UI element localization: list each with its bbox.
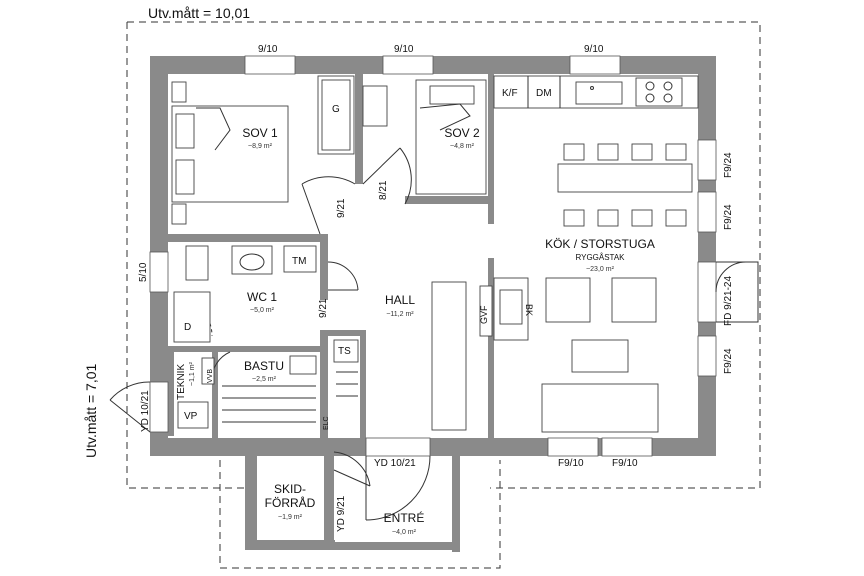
- window-label-right-1: F9/24: [723, 152, 734, 178]
- sov1-door-label: 9/21: [336, 198, 347, 218]
- teknik-furniture: [177, 357, 215, 429]
- sov2-furniture: [362, 79, 487, 195]
- window-top-3: [569, 55, 621, 75]
- door-right: [697, 261, 717, 323]
- gvf-label: GVF: [479, 305, 489, 324]
- depth-dimension-label: Utv.mått = 7,01: [83, 364, 99, 458]
- room-name-skid-2: FÖRRÅD: [265, 495, 316, 510]
- bk-label: BK: [524, 304, 534, 316]
- window-right-3: [697, 335, 717, 377]
- room-name-skid-1: SKID-: [274, 482, 306, 496]
- room-sub-kok: RYGGÅSTAK: [575, 253, 625, 262]
- room-name-teknik: TEKNIK: [176, 364, 187, 400]
- fridge-freezer-label: K/F: [502, 88, 518, 99]
- window-label-left: 5/10: [138, 262, 149, 282]
- window-label-right-3: F9/24: [723, 348, 734, 374]
- wardrobe-label: G: [332, 104, 340, 115]
- sauna-furniture: [222, 355, 358, 423]
- elc-label: ELC: [323, 416, 330, 430]
- window-bottom-2: [601, 437, 653, 457]
- room-area-wc1: ~5,0 m²: [250, 307, 275, 314]
- wc-door-label: 9/21: [318, 298, 329, 318]
- room-name-wc1: WC 1: [247, 290, 277, 304]
- window-left: [149, 251, 169, 293]
- room-area-kok: ~23,0 m²: [586, 266, 614, 273]
- window-bottom-1: [547, 437, 599, 457]
- hall-furniture: [333, 281, 493, 431]
- room-name-hall: HALL: [385, 293, 415, 307]
- door-label-right: FD 9/21-24: [723, 276, 734, 326]
- room-area-bastu: ~2,5 m²: [252, 376, 277, 383]
- room-name-sov2: SOV 2: [444, 126, 480, 140]
- room-area-sov2: ~4,8 m²: [450, 143, 475, 150]
- window-top-1: [244, 55, 296, 75]
- room-name-entre: ENTRÉ: [384, 510, 425, 525]
- door-label-left: YD 10/21: [140, 390, 151, 432]
- plan-labels: Utv.mått = 10,01 Utv.mått = 7,01 9/10 9/…: [83, 5, 734, 536]
- window-label-top-1: 9/10: [258, 44, 278, 55]
- window-top-2: [382, 55, 434, 75]
- window-right-2: [697, 191, 717, 233]
- room-area-teknik: ~1,1 m²: [189, 361, 196, 386]
- room-area-hall: ~11,2 m²: [386, 311, 414, 318]
- vvb-label: VVB: [207, 369, 214, 383]
- tm-label: TM: [292, 256, 306, 267]
- width-dimension-label: Utv.mått = 10,01: [148, 5, 250, 21]
- window-label-top-3: 9/10: [584, 44, 604, 55]
- window-label-right-2: F9/24: [723, 204, 734, 230]
- window-label-bottom-1: F9/10: [558, 458, 584, 469]
- room-name-bastu: BASTU: [244, 359, 284, 373]
- ts-label: TS: [338, 346, 351, 357]
- wc-furniture: [173, 245, 317, 343]
- vp-label: VP: [184, 411, 198, 422]
- shower-label: D: [184, 322, 191, 333]
- skid-door-label: YD 9/21: [336, 495, 347, 532]
- front-door: [365, 437, 431, 457]
- room-area-sov1: ~8,9 m²: [248, 143, 273, 150]
- room-name-sov1: SOV 1: [242, 126, 278, 140]
- room-name-kok: KÖK / STORSTUGA: [545, 237, 655, 251]
- dishwasher-label: DM: [536, 88, 552, 99]
- window-right-1: [697, 139, 717, 181]
- sov1-furniture: [171, 75, 355, 225]
- window-label-bottom-2: F9/10: [612, 458, 638, 469]
- sov2-door-label: 8/21: [378, 180, 389, 200]
- roof-outline: [126, 21, 761, 569]
- window-label-top-2: 9/10: [394, 44, 414, 55]
- room-area-skid: ~1,9 m²: [278, 514, 303, 521]
- windows: [149, 55, 717, 457]
- kitchen-furniture: [493, 75, 699, 433]
- door-left: [149, 381, 169, 433]
- front-door-label: YD 10/21: [374, 458, 416, 469]
- room-area-entre: ~4,0 m²: [392, 529, 417, 536]
